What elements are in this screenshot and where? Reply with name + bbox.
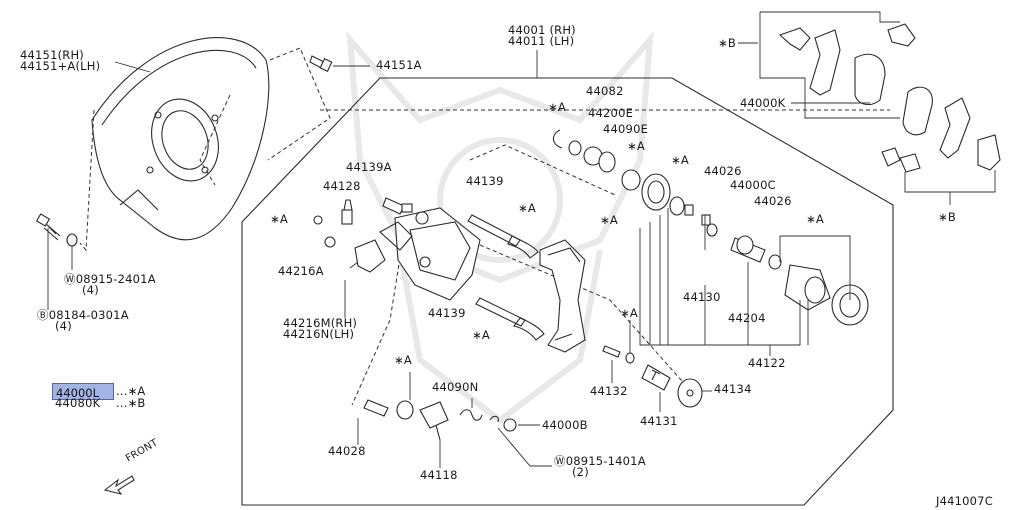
clip-44216A — [354, 239, 386, 273]
callout-44151A[interactable]: 44151A — [376, 58, 422, 72]
star-a-5: ∗A — [627, 139, 645, 153]
bolt-44131 — [641, 364, 671, 391]
callout-08915-1401A-qty: (2) — [572, 465, 589, 479]
guide-pin-upper — [467, 214, 539, 259]
callout-44090E[interactable]: 44090E — [603, 122, 649, 136]
callout-08915-2401A-code[interactable]: Ⓦ08915-2401A — [64, 272, 156, 286]
cap-44028 — [396, 400, 414, 420]
pin-44132 — [602, 345, 635, 364]
callout-44204[interactable]: 44204 — [728, 311, 766, 325]
washer-44000B — [503, 418, 517, 432]
callout-44216M-rh[interactable]: 44216M(RH) — [283, 316, 358, 330]
callout-44028[interactable]: 44028 — [328, 444, 366, 458]
cap-a — [313, 215, 323, 225]
selected-part-highlight[interactable]: 44000L — [52, 383, 114, 400]
callout-44128[interactable]: 44128 — [323, 179, 361, 193]
star-a-9: ∗A — [620, 306, 638, 320]
callout-44001-rh[interactable]: 44001 (RH) — [508, 23, 576, 37]
callout-44000B[interactable]: 44000B — [542, 418, 588, 432]
caliper-body — [379, 207, 481, 301]
callout-08915-1401A-code[interactable]: Ⓦ08915-1401A — [554, 454, 646, 468]
pad-kit-top — [759, 11, 971, 159]
callout-44139-top[interactable]: 44139 — [466, 174, 504, 188]
callout-08184-0301A-qty: (4) — [55, 319, 72, 333]
callout-08184-0301A[interactable]: Ⓑ08184-0301A (4) — [37, 308, 129, 333]
callout-44001[interactable]: 44001 (RH) 44011 (LH) — [508, 23, 576, 48]
cap-b — [324, 236, 336, 248]
callout-44216N-lh[interactable]: 44216N(LH) — [283, 327, 355, 341]
callout-44200E[interactable]: 44200E — [588, 106, 634, 120]
washer-08915 — [66, 233, 78, 247]
callout-44139A[interactable]: 44139A — [346, 160, 392, 174]
pad-kit-bottom — [881, 134, 1001, 205]
bleeder-44028 — [363, 399, 389, 417]
front-arrow-icon — [103, 475, 135, 495]
star-a-8: ∗A — [806, 212, 824, 226]
star-a-6: ∗A — [671, 153, 689, 167]
callout-44000K[interactable]: 44000K — [740, 96, 786, 110]
callout-44130[interactable]: 44130 — [683, 290, 721, 304]
star-b-1: ∗B — [718, 36, 736, 50]
diagram-id: J441007C — [936, 494, 993, 508]
callout-08915-2401A-qty: (4) — [82, 283, 99, 297]
star-a-2: ∗A — [518, 201, 536, 215]
seal-set-top — [552, 129, 711, 226]
legend-marker-b: ...∗B — [116, 396, 146, 410]
clip-b — [489, 415, 499, 423]
legend-marker-a: ...∗A — [116, 384, 146, 398]
callout-44151-lh[interactable]: 44151+A(LH) — [20, 59, 101, 73]
guide-pin-lower — [475, 297, 545, 341]
callout-44216M[interactable]: 44216M(RH) 44216N(LH) — [283, 316, 358, 341]
callout-44131[interactable]: 44131 — [640, 414, 678, 428]
callout-44011-lh[interactable]: 44011 (LH) — [508, 34, 575, 48]
plate-44134 — [677, 378, 703, 408]
callout-44216A[interactable]: 44216A — [278, 264, 324, 278]
piston-group — [706, 223, 869, 326]
bolt-44139A — [382, 197, 413, 215]
star-a-1: ∗A — [270, 212, 288, 226]
assembly-outline — [241, 77, 894, 506]
star-a-7: ∗A — [600, 213, 618, 227]
callout-44134[interactable]: 44134 — [714, 382, 752, 396]
watermark — [346, 31, 654, 424]
spring-44118 — [419, 401, 449, 441]
star-a-3: ∗A — [472, 328, 490, 342]
callout-08184-0301A-code[interactable]: Ⓑ08184-0301A — [37, 308, 129, 322]
bolt-08184 — [35, 213, 61, 241]
callout-44090N[interactable]: 44090N — [432, 380, 479, 394]
dust-shield — [91, 37, 270, 241]
star-a-4: ∗A — [548, 100, 566, 114]
star-a-10: ∗A — [394, 353, 412, 367]
pad-bracket — [539, 239, 586, 353]
star-b-2: ∗B — [938, 210, 956, 224]
callout-44151-rh[interactable]: 44151(RH) — [20, 48, 84, 62]
selected-part-label[interactable]: 44000L — [56, 386, 99, 400]
callout-44118[interactable]: 44118 — [420, 468, 458, 482]
callout-44139-bottom[interactable]: 44139 — [428, 306, 466, 320]
callout-08915-1401A[interactable]: Ⓦ08915-1401A (2) — [554, 454, 646, 479]
callout-44122[interactable]: 44122 — [748, 356, 786, 370]
legend-part-44080K[interactable]: 44080K — [55, 396, 101, 410]
callout-44026-b[interactable]: 44026 — [754, 194, 792, 208]
callout-44132[interactable]: 44132 — [590, 384, 628, 398]
bleeder-44128 — [341, 199, 353, 225]
bolt-44151A — [309, 55, 333, 72]
callout-44151[interactable]: 44151(RH) 44151+A(LH) — [20, 48, 101, 73]
callout-44000C[interactable]: 44000C — [730, 178, 776, 192]
callout-44026-a[interactable]: 44026 — [704, 164, 742, 178]
callout-08915-2401A[interactable]: Ⓦ08915-2401A (4) — [64, 272, 156, 297]
callout-44082[interactable]: 44082 — [586, 84, 624, 98]
spring-44090N — [459, 409, 483, 421]
